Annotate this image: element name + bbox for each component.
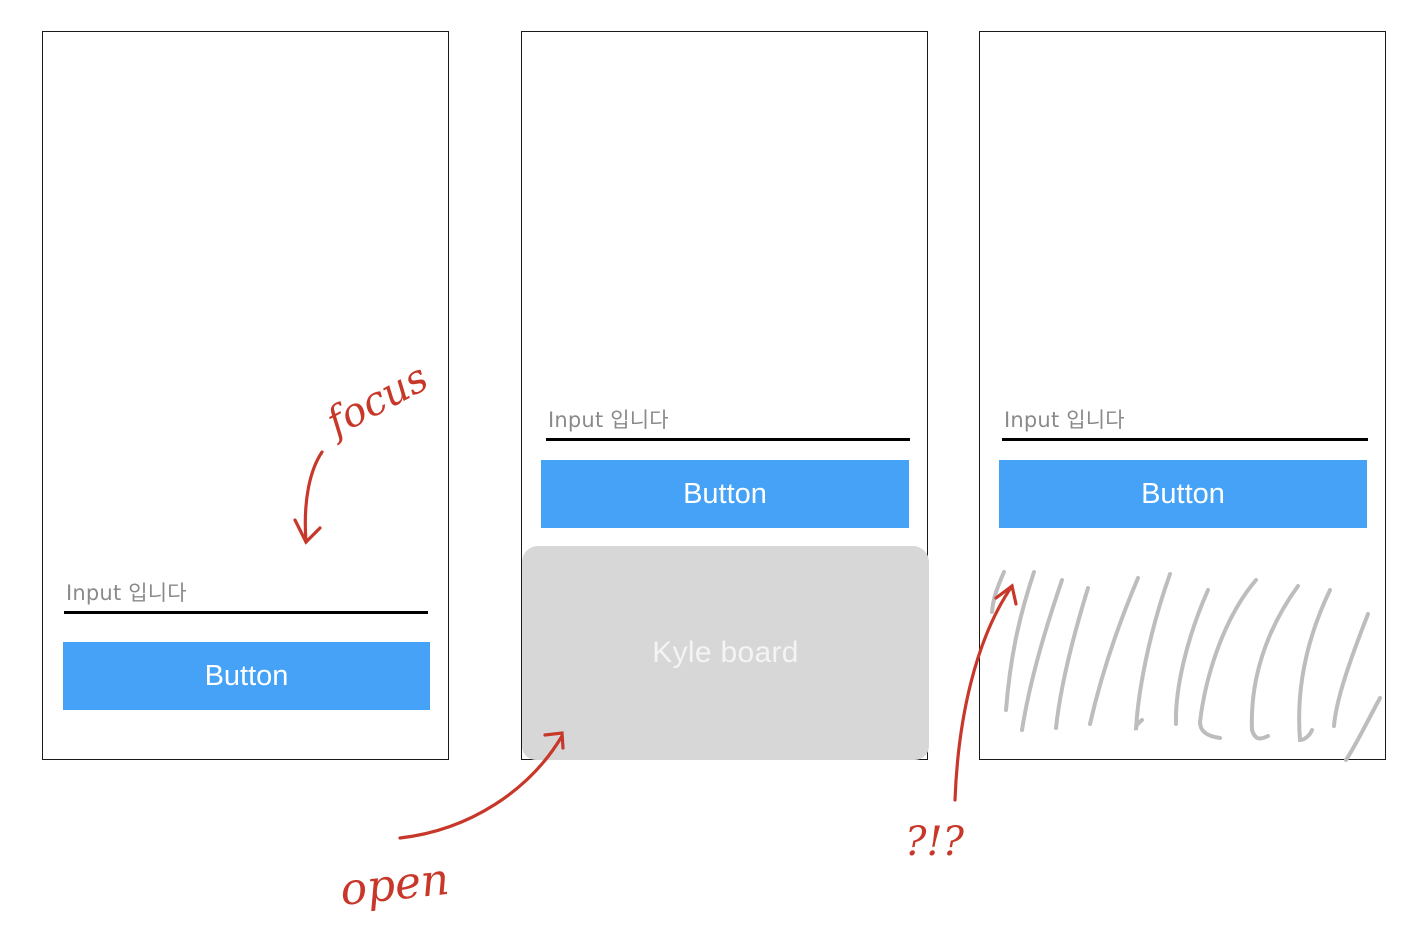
focus-arrow [293,450,324,545]
screen-3-frame: Input 입니다 Button [979,31,1386,760]
text-input[interactable]: Input 입니다 [546,404,910,441]
input-placeholder: Input 입니다 [1004,408,1125,432]
primary-button[interactable]: Button [63,642,430,710]
input-placeholder: Input 입니다 [66,581,187,605]
open-annotation: open [338,854,452,916]
focus-annotation: focus [316,355,435,448]
primary-button[interactable]: Button [541,460,909,528]
keyboard-label: Kyle board [652,636,799,669]
question-annotation: ?!? [905,819,965,865]
text-input[interactable]: Input 입니다 [64,577,428,614]
input-placeholder: Input 입니다 [548,408,669,432]
scribble-hatching [990,570,1382,762]
text-input[interactable]: Input 입니다 [1002,404,1368,441]
screen-2-frame: Input 입니다 Button Kyle board [521,31,929,760]
keyboard-panel[interactable]: Kyle board [522,546,929,760]
open-arrow [398,731,565,840]
screen-1-frame: Input 입니다 Button [42,31,449,760]
primary-button[interactable]: Button [999,460,1367,528]
question-arrow [953,583,1018,802]
